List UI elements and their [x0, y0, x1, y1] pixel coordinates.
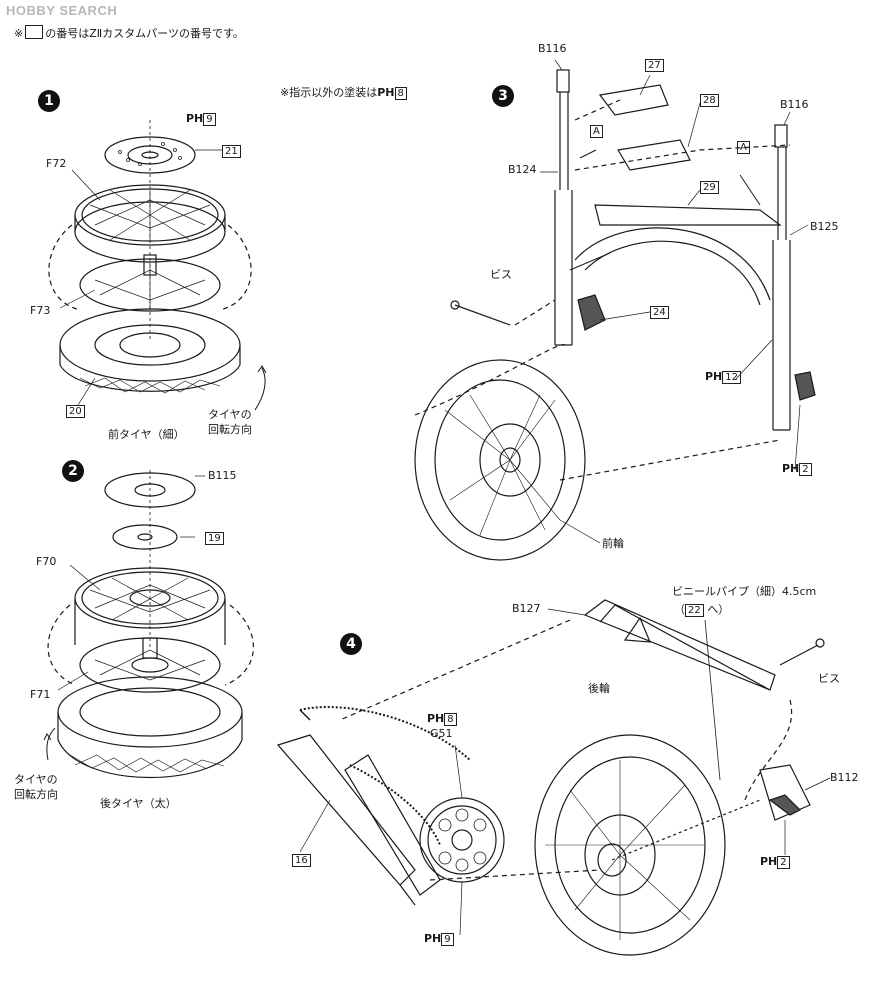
- step3-part28: 28: [700, 93, 719, 107]
- note-text: の番号はZⅡカスタムパーツの番号です。: [45, 27, 244, 40]
- step3-part24: 24: [650, 305, 669, 319]
- note-example-box: [25, 25, 44, 39]
- step1-part20: 20: [66, 404, 85, 418]
- front-wheel-label: 前輪: [602, 537, 624, 550]
- step3-a-right: A: [737, 140, 750, 154]
- label-b112: B112: [830, 771, 859, 784]
- label-f70: F70: [36, 555, 57, 568]
- vinyl-pipe-ref: （22 へ）: [674, 603, 730, 617]
- paint-note-text: ※指示以外の塗装は: [280, 86, 378, 99]
- step4-rear-swingarm-assembly: [276, 599, 831, 956]
- step-1-badge: 1: [38, 90, 60, 112]
- paint-num: 8: [394, 87, 407, 100]
- vinyl-pipe-label: ビニールパイプ（細）4.5cm: [672, 585, 817, 598]
- step3-part27: 27: [645, 58, 664, 72]
- screw-label-4: ビス: [818, 672, 840, 685]
- step3-part29: 29: [700, 180, 719, 194]
- label-b116-left: B116: [538, 42, 567, 55]
- label-f72: F72: [46, 157, 67, 170]
- step-4-badge: 4: [340, 633, 362, 655]
- screw-label-3: ビス: [490, 268, 512, 281]
- step2-part19: 19: [205, 531, 224, 545]
- step2-rear-wheel-assembly: [43, 470, 254, 779]
- rotation-label-1b: 回転方向: [208, 423, 252, 436]
- front-tire-label: 前タイヤ（細）: [108, 428, 185, 441]
- step4-part16: 16: [292, 853, 311, 867]
- rotation-label-2a: タイヤの: [14, 773, 58, 786]
- step1-front-wheel-assembly: [48, 120, 267, 411]
- watermark-logo: HOBBY SEARCH: [6, 3, 118, 18]
- label-b116-right: B116: [780, 98, 809, 111]
- label-g51: G51: [430, 727, 453, 740]
- label-f71: F71: [30, 688, 51, 701]
- rear-tire-label: 後タイヤ（太）: [100, 797, 177, 810]
- step-2-badge: 2: [62, 460, 84, 482]
- paint-code: PH: [377, 86, 395, 99]
- step-3-badge: 3: [492, 85, 514, 107]
- rear-wheel-label: 後輪: [588, 682, 610, 695]
- label-b127: B127: [512, 602, 541, 615]
- step3-a-left: A: [590, 124, 603, 138]
- step1-part21: 21: [222, 144, 241, 158]
- rotation-label-2b: 回転方向: [14, 788, 58, 801]
- rotation-label-1a: タイヤの: [208, 408, 252, 421]
- step3-front-fork-assembly: [414, 59, 816, 561]
- custom-parts-note: ※ の番号はZⅡカスタムパーツの番号です。: [14, 25, 244, 41]
- label-b125: B125: [810, 220, 839, 233]
- note-mark: ※: [14, 27, 24, 40]
- label-f73: F73: [30, 304, 51, 317]
- label-b115: B115: [208, 469, 237, 482]
- label-b124: B124: [508, 163, 537, 176]
